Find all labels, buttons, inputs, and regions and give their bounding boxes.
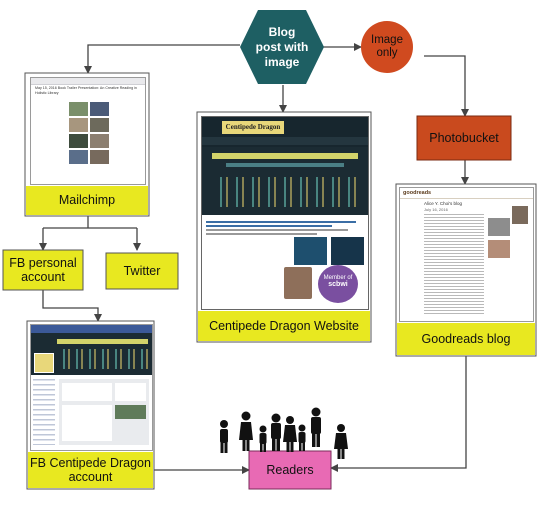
website-hero <box>202 147 368 215</box>
mailchimp-screenshot: May 15, 2016 Book Trailer Presentation: … <box>30 77 146 185</box>
goodreads-screenshot: goodreads Alice Y. Choi's blog July 16, … <box>399 187 534 322</box>
fb-personal-label: FB personal account <box>9 255 77 284</box>
scbwi-badge: Member of scbwi <box>318 265 358 303</box>
people-silhouettes-icon <box>220 407 348 459</box>
fb-cover <box>31 333 152 375</box>
arrow-imageonly-to-photobucket <box>424 55 469 117</box>
website-covers <box>294 237 364 265</box>
readers-box <box>248 450 332 490</box>
twitter-box <box>105 252 179 290</box>
goodreads-title: Alice Y. Choi's blog <box>424 201 462 206</box>
mailchimp-label: Mailchimp <box>58 193 116 208</box>
arrow-goodreads-to-readers <box>330 356 467 472</box>
fb-posts <box>59 379 149 445</box>
mailchimp-heading: May 15, 2016 Book Trailer Presentation: … <box>35 86 137 95</box>
image-only-label: Image only <box>371 33 403 59</box>
website-label: Centipede Dragon Website <box>209 318 359 333</box>
goodreads-image-1 <box>488 218 510 236</box>
fb-profile-pic <box>34 353 54 373</box>
website-screenshot: Centipede Dragon Member of scbwi <box>201 116 369 310</box>
twitter-label: Twitter <box>123 263 161 278</box>
arrow-source-to-mailchimp <box>84 44 240 74</box>
website-banner: Centipede Dragon <box>222 121 284 134</box>
image-only-circle <box>361 21 413 73</box>
arrow-mailchimp-to-fbpersonal <box>42 227 138 247</box>
fb-sidebar <box>33 379 55 445</box>
photobucket-box <box>416 115 512 161</box>
fb-centipede-label: FB Centipede Dragon account <box>30 455 151 484</box>
website-body-text <box>206 219 364 245</box>
source-hexagon <box>240 10 324 84</box>
author-photo <box>284 267 312 299</box>
fb-centipede-screenshot <box>30 324 153 451</box>
browser-bar <box>31 78 145 85</box>
goodreads-text-block <box>424 214 484 314</box>
goodreads-image-2 <box>488 240 510 258</box>
goodreads-avatar <box>512 206 528 224</box>
goodreads-label: Goodreads blog <box>421 331 511 346</box>
member-of-text: Member of <box>323 275 353 281</box>
mailchimp-photo-grid <box>69 102 109 180</box>
source-label: Blog post with image <box>255 24 309 69</box>
readers-label: Readers <box>266 462 314 477</box>
connectors <box>39 43 469 474</box>
goodreads-logo: goodreads <box>403 190 432 196</box>
arrow-fbpersonal-to-fbcentipede <box>42 290 102 322</box>
photobucket-label: Photobucket <box>429 130 499 145</box>
fb-personal-box <box>2 249 84 291</box>
website-header: Centipede Dragon <box>202 117 368 147</box>
fb-top-bar <box>31 325 152 333</box>
scbwi-text: scbwi <box>328 281 348 288</box>
goodreads-date: July 16, 2016 <box>424 207 448 212</box>
